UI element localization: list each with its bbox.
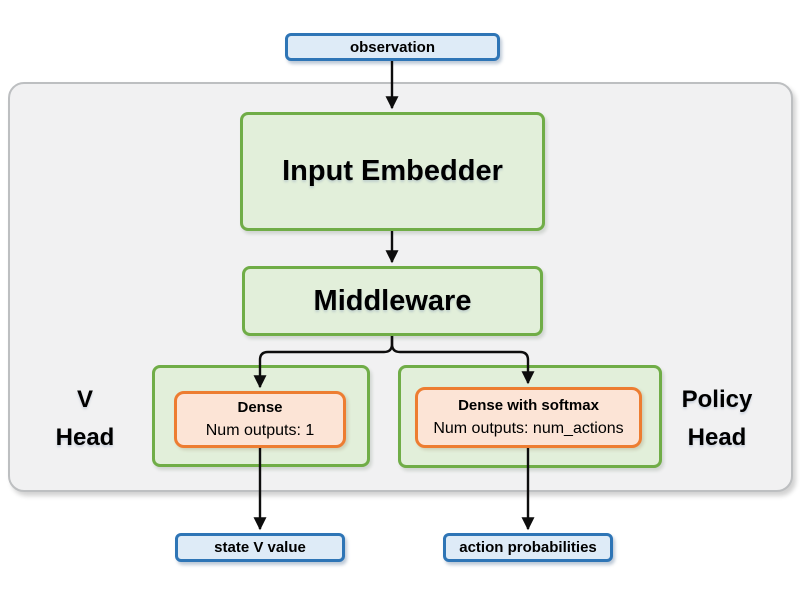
action-probabilities-label: action probabilities [459,539,597,556]
policy-head-label: Policy Head [662,381,772,457]
v-head-label: V Head [30,381,140,457]
input-embedder-block: Input Embedder [240,112,545,231]
v-dense-title: Dense [237,399,283,417]
policy-head-label-line2: Head [687,424,747,451]
action-probabilities-node: action probabilities [443,533,613,562]
input-embedder-label: Input Embedder [282,155,503,187]
policy-dense-title: Dense with softmax [458,397,599,415]
observation-label: observation [349,38,436,56]
v-dense-outputs: Num outputs: 1 [205,421,315,439]
state-v-value-node: state V value [175,533,345,562]
state-v-value-label: state V value [214,539,306,556]
policy-head-dense-layer: Dense with softmax Num outputs: num_acti… [415,387,642,448]
v-head-dense-layer: Dense Num outputs: 1 [174,391,346,448]
v-head-label-line1: V [76,386,93,413]
observation-node: observation [285,33,500,61]
policy-dense-outputs: Num outputs: num_actions [433,419,624,437]
v-head-label-line2: Head [55,424,115,451]
middleware-label: Middleware [313,284,472,317]
policy-head-label-line1: Policy [681,386,753,413]
middleware-block: Middleware [242,266,543,336]
